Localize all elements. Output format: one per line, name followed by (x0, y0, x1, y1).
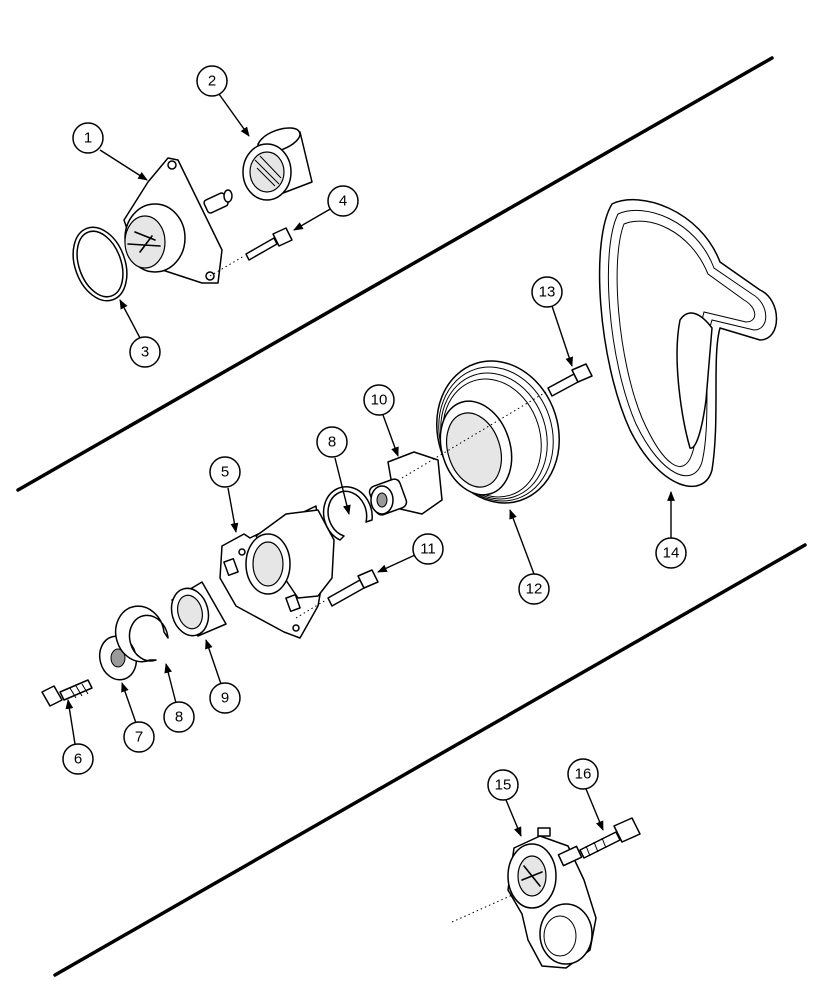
tensioner-bolt-part (579, 817, 641, 859)
idler-pulley-part (242, 127, 313, 201)
callout-7: 7 (123, 721, 155, 753)
callout-12: 12 (518, 573, 550, 605)
section-divider-top (16, 56, 774, 492)
callout-10: 10 (363, 384, 395, 416)
callout-6: 6 (62, 743, 94, 775)
callout-14-label: 14 (663, 545, 680, 562)
callout-14: 14 (655, 537, 687, 569)
callout-7-label: 7 (135, 729, 143, 746)
callout-8-upper: 8 (316, 426, 348, 458)
pulley-bolt-part (401, 363, 593, 479)
pump-bolt-part (209, 227, 293, 277)
callout-2-label: 2 (208, 73, 216, 90)
snap-ring-lower-part (114, 605, 169, 663)
callout-11: 11 (412, 533, 444, 565)
callout-8-lower: 8 (163, 701, 195, 733)
housing-part (219, 505, 335, 639)
callout-4: 4 (327, 185, 359, 217)
callout-4-label: 4 (339, 193, 347, 210)
callout-3: 3 (129, 336, 161, 368)
callout-6-label: 6 (74, 751, 82, 768)
callout-5: 5 (209, 456, 241, 488)
callout-15-label: 15 (495, 777, 512, 794)
callout-8-upper-label: 8 (328, 434, 336, 451)
o-ring-part (72, 226, 128, 302)
callout-15: 15 (487, 769, 519, 801)
bearing-part (170, 581, 227, 637)
callout-2: 2 (196, 65, 228, 97)
belt-tensioner-part (451, 827, 597, 969)
callout-3-label: 3 (141, 344, 149, 361)
callout-9-label: 9 (221, 690, 229, 707)
callout-8-lower-label: 8 (175, 709, 183, 726)
callout-10-label: 10 (371, 392, 388, 409)
water-pump-part (123, 157, 233, 284)
hub-part (368, 451, 443, 516)
callout-12-label: 12 (526, 581, 543, 598)
housing-bolt-part (295, 569, 379, 619)
callout-5-label: 5 (221, 464, 229, 481)
callout-9: 9 (209, 682, 241, 714)
callout-11-label: 11 (420, 541, 436, 558)
callout-13: 13 (531, 276, 563, 308)
serpentine-belt-part (598, 198, 778, 488)
callout-16: 16 (567, 758, 599, 790)
callout-13-label: 13 (539, 284, 556, 301)
shaft-bolt-part (41, 679, 93, 707)
callout-leaders (65, 93, 675, 837)
callout-1: 1 (72, 122, 104, 154)
callout-1-label: 1 (84, 130, 92, 147)
snap-ring-upper-part (322, 486, 373, 541)
section-divider-bottom (53, 543, 807, 977)
drive-pulley-part (436, 360, 560, 504)
callout-16-label: 16 (575, 766, 592, 783)
